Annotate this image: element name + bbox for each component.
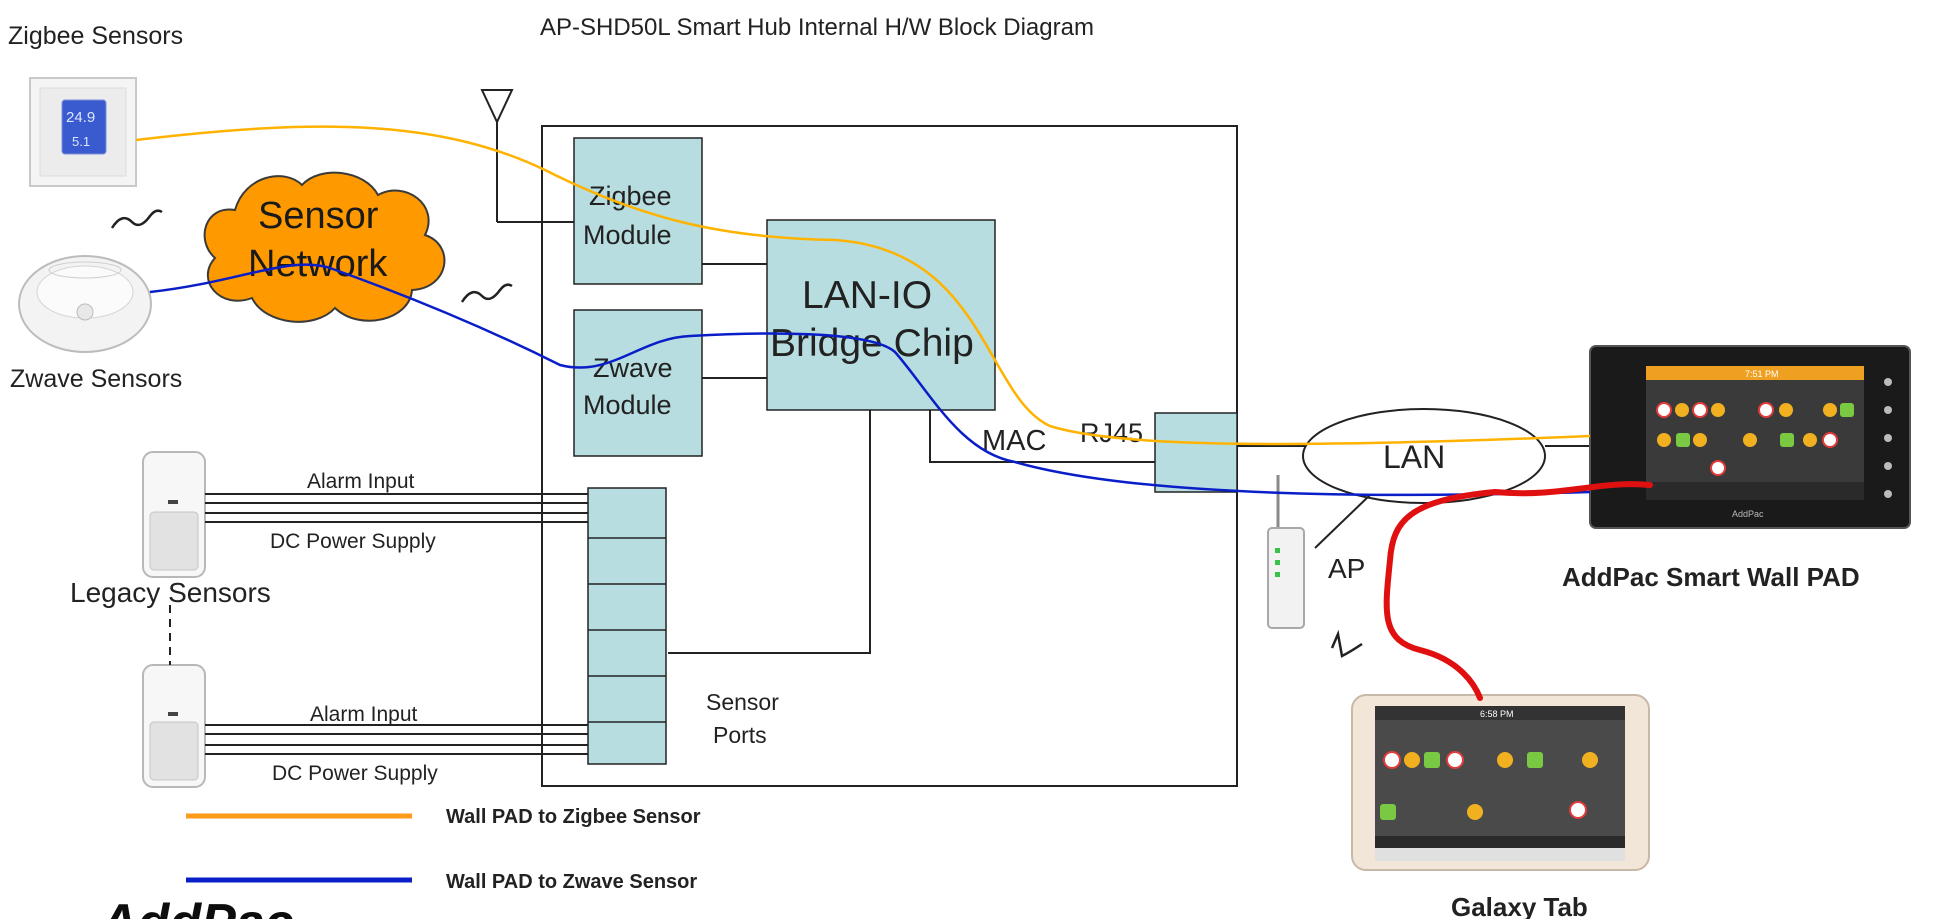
legacy-pir-sensor-image — [142, 664, 206, 788]
rj45-port — [1154, 412, 1238, 493]
sensor-ports — [587, 487, 667, 765]
bridge-label-line1: LAN-IO — [802, 274, 932, 317]
legacy-wiring-2 — [205, 724, 588, 755]
cloud-label-line2: Network — [248, 243, 388, 285]
lan-io-bridge-chip: LAN-IO Bridge Chip — [766, 219, 996, 411]
access-point-image — [1267, 475, 1305, 629]
lan-ellipse: LAN — [1302, 408, 1546, 504]
dc-power-label: DC Power Supply — [270, 530, 436, 553]
zwave-smoke-detector-image — [18, 255, 152, 353]
galaxy-tab-label: Galaxy Tab — [1451, 892, 1588, 919]
zwave-module-label-line2: Module — [583, 390, 672, 420]
zwave-module-label-line1: Zwave — [593, 353, 673, 383]
legacy-wiring-1 — [205, 493, 588, 523]
zwave-signal-path — [149, 263, 1591, 497]
thermostat-display-bottom: 5.1 — [72, 134, 90, 149]
wallpad-brand: AddPac — [1732, 509, 1764, 519]
legend: Wall PAD to Zigbee Sensor Wall PAD to Zw… — [186, 806, 701, 893]
wall-pad-label: AddPac Smart Wall PAD — [1562, 562, 1860, 592]
wallpad-time: 7:51 PM — [1745, 369, 1779, 379]
lan-ap-link — [1314, 494, 1371, 549]
legend-zigbee-label: Wall PAD to Zigbee Sensor — [446, 806, 701, 828]
addpac-logo: AddPac — [98, 894, 294, 919]
thermostat-display-top: 24.9 — [66, 109, 95, 126]
bridge-label-line2: Bridge Chip — [770, 322, 974, 365]
sensor-network-cloud: Sensor Network — [203, 171, 446, 323]
zigbee-sensors-label: Zigbee Sensors — [8, 22, 183, 50]
lan-label: LAN — [1383, 439, 1445, 475]
zwave-module: Zwave Module — [573, 309, 703, 457]
dc-power-label: DC Power Supply — [272, 762, 438, 785]
legend-zwave-label: Wall PAD to Zwave Sensor — [446, 871, 697, 893]
mac-label: MAC — [982, 425, 1046, 457]
mac-link — [929, 410, 1155, 463]
cloud-label-line1: Sensor — [258, 195, 379, 237]
zigbee-signal-path — [135, 125, 1591, 446]
galaxy-tab-device-image: 6:58 PM — [1351, 694, 1650, 871]
wireless-squiggle-icon — [110, 209, 163, 229]
legacy-sensors-label: Legacy Sensors — [70, 577, 271, 608]
wall-pad-device-image: 7:51 PM AddPac — [1589, 345, 1911, 529]
sensor-ports-label-line1: Sensor — [706, 689, 779, 715]
antenna-icon — [480, 89, 574, 223]
sensor-ports-link — [668, 410, 871, 654]
wireless-squiggle-icon — [460, 283, 513, 303]
zigbee-module: Zigbee Module — [573, 137, 703, 285]
alarm-input-label: Alarm Input — [310, 703, 418, 726]
diagram-title: AP-SHD50L Smart Hub Internal H/W Block D… — [540, 14, 1094, 41]
zigbee-thermostat-image: 24.9 5.1 — [29, 77, 137, 187]
ap-label: AP — [1328, 553, 1365, 584]
zigbee-module-label-line2: Module — [583, 220, 672, 250]
wireless-squiggle-icon — [1330, 629, 1363, 658]
tablet-wireless-path — [1383, 481, 1653, 701]
rj45-label: RJ45 — [1080, 418, 1143, 448]
zwave-sensors-label: Zwave Sensors — [10, 365, 182, 393]
legacy-pir-sensor-image — [142, 451, 206, 578]
alarm-input-label: Alarm Input — [307, 470, 415, 493]
tab-time: 6:58 PM — [1480, 709, 1514, 719]
sensor-ports-label-line2: Ports — [713, 722, 767, 748]
